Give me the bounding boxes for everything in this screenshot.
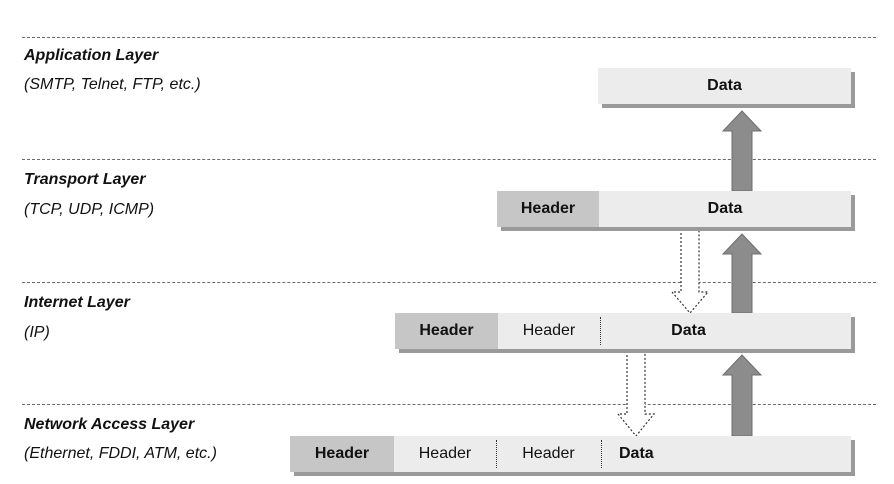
packet-outer-header-segment: Header xyxy=(290,436,394,472)
layer-divider xyxy=(22,404,876,405)
down-arrow-transport-to-internet xyxy=(670,228,710,314)
application-layer-name: Application Layer xyxy=(24,47,159,64)
transport-layer-protocols: (TCP, UDP, ICMP) xyxy=(24,201,155,218)
internet-packet: Header Header Data xyxy=(395,313,851,349)
up-arrow-internet-to-transport xyxy=(721,233,763,314)
application-layer-protocols: (SMTP, Telnet, FTP, etc.) xyxy=(24,76,201,93)
application-packet: Data xyxy=(598,68,851,104)
packet-data-segment: Data xyxy=(671,322,706,339)
packet-data-segment: Data xyxy=(619,445,654,462)
network-access-layer-name: Network Access Layer xyxy=(24,416,195,433)
packet-inner-header-segment: Header xyxy=(522,322,576,339)
packet-outer-header-segment: Header xyxy=(395,313,498,349)
packet-outer-header-segment: Header xyxy=(497,191,599,227)
network-access-packet: Header Header Header Data xyxy=(290,436,851,472)
internet-layer-name: Internet Layer xyxy=(24,294,130,311)
up-arrow-transport-to-application xyxy=(721,110,763,192)
layer-divider xyxy=(22,282,876,283)
transport-packet: Header Data xyxy=(497,191,851,227)
layer-divider xyxy=(22,159,876,160)
internet-layer-protocols: (IP) xyxy=(24,324,50,341)
segment-divider xyxy=(601,440,602,468)
network-access-layer-protocols: (Ethernet, FDDI, ATM, etc.) xyxy=(24,445,217,462)
layer-divider xyxy=(22,37,876,38)
up-arrow-network-to-internet xyxy=(721,354,763,437)
segment-divider xyxy=(600,317,601,345)
packet-data-segment: Data xyxy=(707,200,743,217)
segment-divider xyxy=(496,440,497,468)
packet-inner-header-segment: Header xyxy=(522,445,575,462)
down-arrow-internet-to-network xyxy=(616,350,656,437)
transport-layer-name: Transport Layer xyxy=(24,171,146,188)
packet-inner-header-segment: Header xyxy=(418,445,472,462)
packet-data-segment: Data xyxy=(707,77,742,94)
